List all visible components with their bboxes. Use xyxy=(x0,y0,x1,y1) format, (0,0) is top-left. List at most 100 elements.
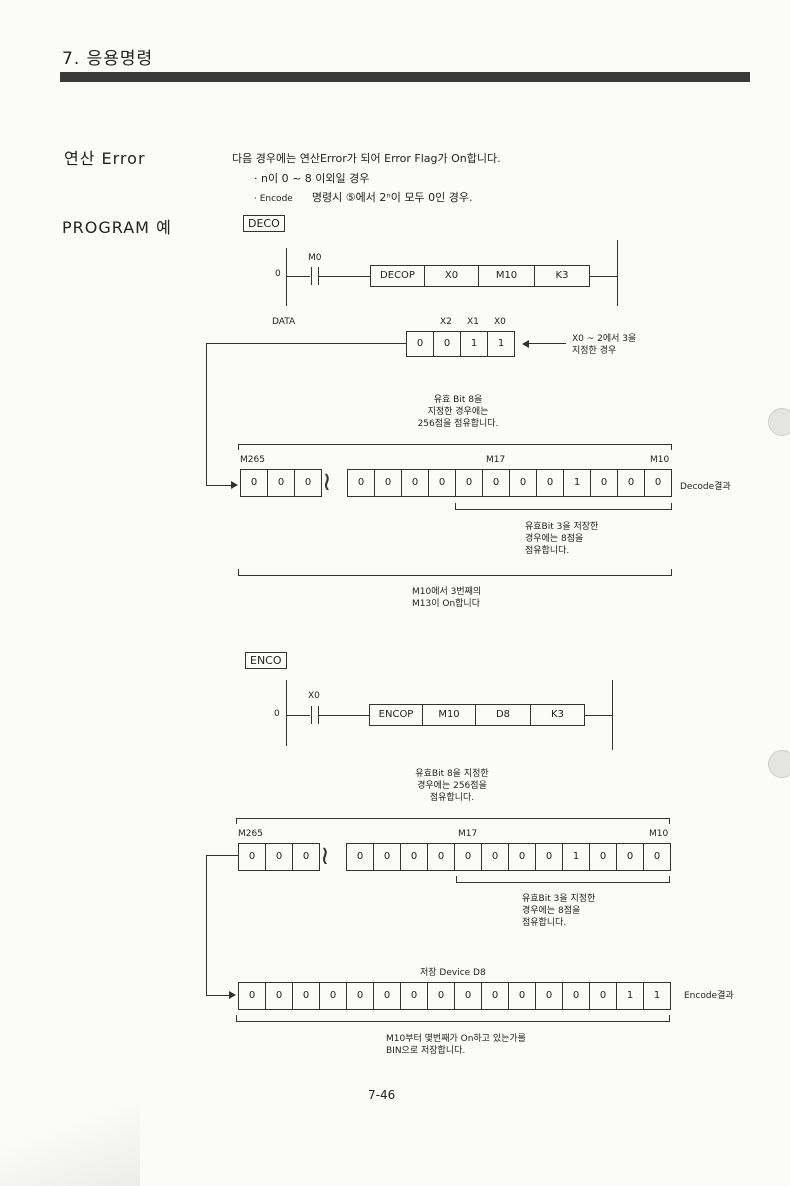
enco-source-bit: 0 xyxy=(265,843,293,871)
enco-mid-note-3: 점유합니다. xyxy=(522,918,567,928)
deco-input-note-2: 지정한 경우 xyxy=(572,346,617,356)
deco-label-m17: M17 xyxy=(486,455,506,465)
enco-top-note: 유효Bit 8을 지정한 경우에는 256점을 점유합니다. xyxy=(392,768,512,804)
enco-contact-bar1 xyxy=(311,706,312,724)
deco-result-bit: 0 xyxy=(347,469,375,497)
deco-top-note: 유효 Bit 8을 지정한 경우에는 256점을 점유합니다. xyxy=(398,394,518,430)
enco-bottom-brace xyxy=(236,1021,670,1022)
enco-source-bit: 0 xyxy=(535,843,563,871)
deco-wire1 xyxy=(286,276,310,277)
deco-bit-label-x0: X0 xyxy=(494,317,506,327)
enco-final-note-2: BIN으로 저장합니다. xyxy=(386,1046,466,1056)
deco-top-brace xyxy=(238,444,672,445)
deco-instr-op: DECOP xyxy=(370,265,425,287)
page-curl-shadow xyxy=(0,1080,140,1186)
deco-instr-dst: M10 xyxy=(478,265,535,287)
deco-input-note-1: X0 ~ 2에서 3을 xyxy=(572,334,637,344)
enco-instr-src: M10 xyxy=(422,704,476,726)
deco-data-label: DATA xyxy=(272,317,296,327)
deco-lower-brace-left xyxy=(455,503,456,509)
deco-result-bit: 0 xyxy=(509,469,537,497)
enco-source-bit: 0 xyxy=(238,843,266,871)
enco-source-bit: 0 xyxy=(643,843,671,871)
enco-source-bit: 0 xyxy=(454,843,482,871)
enco-final-note-1: M10부터 몇번째가 On하고 있는가를 xyxy=(386,1034,526,1044)
enco-result-bit: 0 xyxy=(454,982,482,1010)
break-mark-icon: ≀ xyxy=(320,841,330,871)
deco-bit-label-x1: X1 xyxy=(467,317,479,327)
deco-outer-brace xyxy=(238,575,672,576)
enco-result-bit: 0 xyxy=(346,982,374,1010)
deco-wire2 xyxy=(319,276,370,277)
enco-instr-op: ENCOP xyxy=(369,704,423,726)
enco-result-bit: 0 xyxy=(535,982,563,1010)
enco-result-bit: 1 xyxy=(616,982,644,1010)
deco-input-bit: 1 xyxy=(460,331,488,357)
enco-result-bit: 0 xyxy=(508,982,536,1010)
enco-result-bit: 0 xyxy=(589,982,617,1010)
enco-wire3 xyxy=(585,715,612,716)
arrow-right-icon xyxy=(229,991,236,999)
enco-bottom-brace-left xyxy=(236,1015,237,1021)
enco-connector-h2 xyxy=(206,995,230,996)
deco-result-bit: 1 xyxy=(563,469,591,497)
deco-result-bit: 0 xyxy=(267,469,295,497)
enco-result-bit: 1 xyxy=(643,982,671,1010)
deco-top-note-1: 유효 Bit 8을 xyxy=(433,395,483,405)
binder-hole-icon xyxy=(768,750,790,778)
deco-result-bit: 0 xyxy=(401,469,429,497)
deco-outer-brace-right xyxy=(671,569,672,575)
deco-contact-bar2 xyxy=(318,267,319,285)
deco-instr-src: X0 xyxy=(424,265,479,287)
enco-source-bit: 1 xyxy=(562,843,590,871)
deco-result-bit: 0 xyxy=(455,469,483,497)
deco-result-bit: 0 xyxy=(536,469,564,497)
enco-top-brace-left xyxy=(236,818,237,824)
enco-result-bit: 0 xyxy=(319,982,347,1010)
deco-result-bit: 0 xyxy=(482,469,510,497)
enco-mid-note-1: 유효Bit 3을 지정한 xyxy=(522,894,596,904)
enco-top-note-2: 경우에는 256점을 xyxy=(417,781,487,791)
enco-result-bit: 0 xyxy=(481,982,509,1010)
deco-top-note-3: 256점을 점유합니다. xyxy=(417,419,499,429)
deco-result-bit: 0 xyxy=(644,469,672,497)
deco-contact-bar1 xyxy=(311,267,312,285)
deco-bottom-note-2: 경우에는 8점을 xyxy=(525,534,584,544)
error-desc-line3: · Encode 명령시 ⑤에서 2ⁿ이 모두 0인 경우. xyxy=(254,186,472,205)
enco-top-note-3: 점유합니다. xyxy=(429,793,475,803)
enco-result-bit: 0 xyxy=(265,982,293,1010)
enco-top-brace xyxy=(236,818,670,819)
deco-final-note-2: M13이 On합니다 xyxy=(412,599,480,609)
enco-instr-n: K3 xyxy=(530,704,585,726)
deco-result-bit: 0 xyxy=(590,469,618,497)
enco-contact-bar2 xyxy=(318,706,319,724)
deco-input-bit: 0 xyxy=(406,331,434,357)
binder-hole-icon xyxy=(768,408,790,436)
enco-source-bit: 0 xyxy=(292,843,320,871)
deco-instr-n: K3 xyxy=(534,265,590,287)
deco-input-bit: 0 xyxy=(433,331,461,357)
enco-result-bit: 0 xyxy=(292,982,320,1010)
deco-top-brace-right xyxy=(671,444,672,450)
header-rule xyxy=(60,72,750,82)
deco-step: 0 xyxy=(275,269,281,279)
deco-result-bit: 0 xyxy=(428,469,456,497)
error-desc-line1: 다음 경우에는 연산Error가 되어 Error Flag가 On합니다. xyxy=(232,152,501,165)
enco-label-m17: M17 xyxy=(458,829,478,839)
enco-source-bit: 0 xyxy=(481,843,509,871)
deco-top-note-2: 지정한 경우에는 xyxy=(427,407,489,417)
page-number: 7-46 xyxy=(368,1088,396,1102)
deco-top-brace-left xyxy=(238,444,239,450)
enco-step: 0 xyxy=(274,709,280,719)
enco-contact-label: X0 xyxy=(308,691,320,701)
deco-input-bit: 1 xyxy=(487,331,515,357)
enco-bottom-brace-right xyxy=(669,1015,670,1021)
deco-bit-label-x2: X2 xyxy=(440,317,452,327)
deco-final-note-1: M10에서 3번째의 xyxy=(412,587,482,597)
enco-source-bit: 0 xyxy=(508,843,536,871)
enco-connector-v xyxy=(206,855,207,995)
deco-result-label: Decode결과 xyxy=(680,482,731,492)
error-line3-body: 명령시 ⑤에서 2ⁿ이 모두 0인 경우. xyxy=(311,191,473,204)
deco-connector-h2 xyxy=(206,485,232,486)
deco-left-rail xyxy=(286,248,287,306)
